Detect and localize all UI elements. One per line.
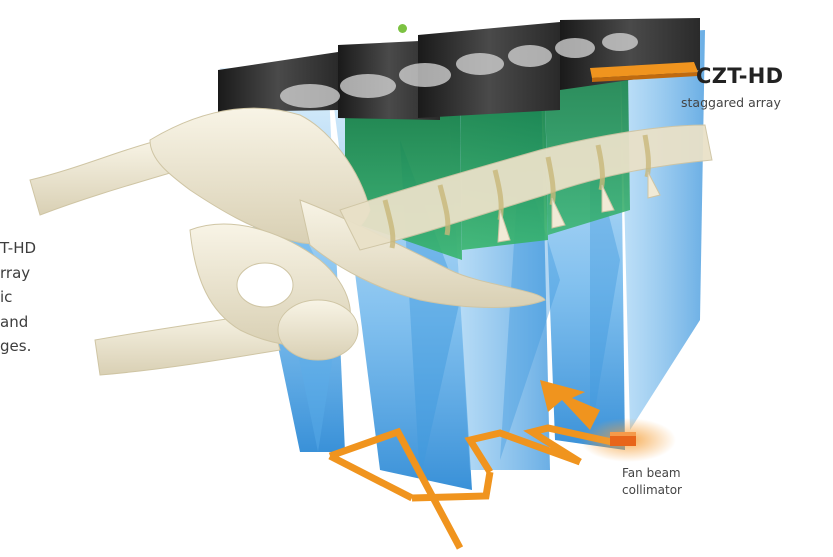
side-text-line: and (0, 310, 90, 335)
side-text-line: rray (0, 261, 90, 286)
collimator-label-line1: Fan beam (622, 465, 682, 482)
bullet-dot (398, 24, 407, 33)
side-description-text: T-HD rray ic and ges. (0, 236, 90, 359)
collimator-label-line2: collimator (622, 482, 682, 499)
detector-title: CZT-HD (696, 64, 783, 88)
side-text-line: ic (0, 285, 90, 310)
detector-subtitle: staggared array (681, 95, 781, 110)
side-text-line: ges. (0, 334, 90, 359)
collimator-label: Fan beam collimator (622, 465, 682, 499)
side-text-line: T-HD (0, 236, 90, 261)
fan-beam-collimator (580, 418, 676, 462)
